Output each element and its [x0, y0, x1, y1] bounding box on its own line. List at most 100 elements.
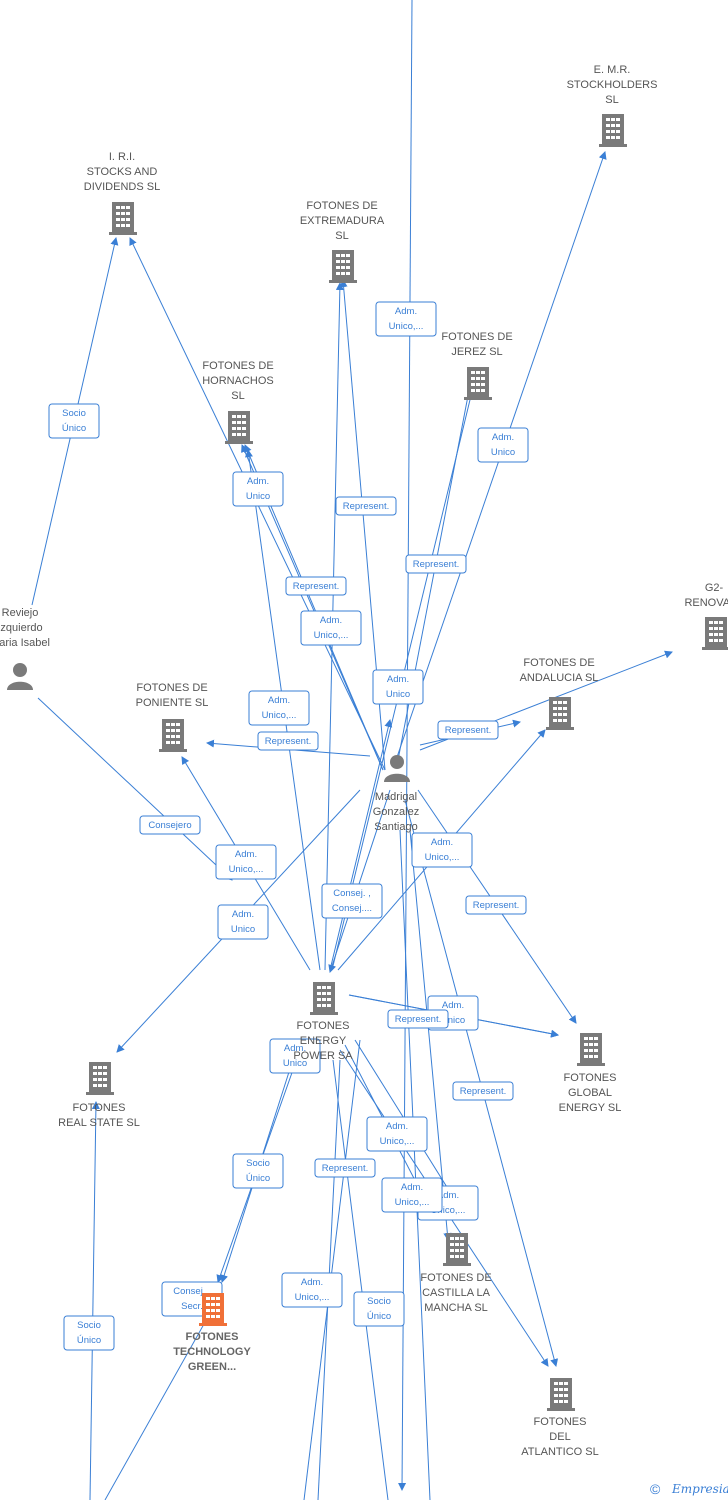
edge-label-box[interactable] — [477, 427, 529, 463]
edge-label-box[interactable] — [257, 731, 319, 751]
brand-watermark: © Empresia — [650, 1481, 728, 1497]
edge-label-box[interactable] — [248, 690, 310, 726]
node-label: ANDALUCIA SL — [520, 672, 599, 684]
node-label: FOTONES DE — [441, 331, 512, 343]
edge-label-box[interactable] — [321, 883, 383, 919]
node-label: HORNACHOS — [202, 375, 274, 387]
edge-label[interactable]: Adm.Unico — [269, 1038, 321, 1074]
building-icon — [159, 719, 187, 752]
edge-label-box[interactable] — [411, 832, 473, 868]
edge-label-text: Adm. — [442, 1000, 464, 1011]
edge-label-box[interactable] — [139, 815, 201, 835]
edge-label-box[interactable] — [269, 1038, 321, 1074]
edge-label[interactable]: Represent. — [335, 496, 397, 516]
edge-label[interactable]: Consej. ,Consej.... — [321, 883, 383, 919]
building-icon — [546, 697, 574, 730]
edge-label[interactable]: Consejero — [139, 815, 201, 835]
edge-label-text: Unico,... — [229, 864, 264, 875]
edge-label[interactable]: Adm.Unico — [217, 904, 269, 940]
edge-label-box[interactable] — [300, 610, 362, 646]
edge-label-box[interactable] — [353, 1291, 405, 1327]
edge-label[interactable]: Adm.Unico,... — [248, 690, 310, 726]
edge-label-box[interactable] — [366, 1116, 428, 1152]
edge-label-box[interactable] — [437, 720, 499, 740]
node-label: STOCKHOLDERS — [567, 79, 658, 91]
edge-label-text: Represent. — [343, 501, 389, 512]
node-label: PONIENTE SL — [136, 697, 209, 709]
edge-label[interactable]: Represent. — [314, 1158, 376, 1178]
node-g2[interactable]: G2-RENOVABL — [684, 582, 728, 650]
edge-label-text: Adm. — [232, 909, 254, 920]
edge-label[interactable]: Adm.Unico — [232, 471, 284, 507]
edge-label[interactable]: Adm.Unico,... — [375, 301, 437, 337]
edge-label[interactable]: Adm.Unico,... — [300, 610, 362, 646]
edge-label-box[interactable] — [217, 904, 269, 940]
edge-label[interactable]: Represent. — [285, 576, 347, 596]
node-label: FOTONES DE — [202, 360, 273, 372]
edge-label[interactable]: Adm.Unico,... — [366, 1116, 428, 1152]
edge-label[interactable]: Represent. — [257, 731, 319, 751]
node-label: REAL STATE SL — [58, 1117, 140, 1129]
edge-label-box[interactable] — [232, 471, 284, 507]
edge-label[interactable]: Represent. — [452, 1081, 514, 1101]
edge-label-text: Represent. — [265, 736, 311, 747]
edge-label[interactable]: Adm.Unico — [372, 669, 424, 705]
edge-label[interactable]: Adm.Unico — [477, 427, 529, 463]
edge-label[interactable]: Represent. — [465, 895, 527, 915]
building-icon — [86, 1062, 114, 1095]
edge-label-box[interactable] — [387, 1009, 449, 1029]
edge-label-box[interactable] — [314, 1158, 376, 1178]
edge-label-box[interactable] — [285, 576, 347, 596]
edge-label-box[interactable] — [335, 496, 397, 516]
edge-label-box[interactable] — [405, 554, 467, 574]
edge-label[interactable]: Adm.Unico,... — [411, 832, 473, 868]
node-label: Madrigal — [375, 791, 417, 803]
edge-label[interactable]: Represent. — [405, 554, 467, 574]
edge-label-text: Consej.... — [332, 903, 372, 914]
node-label: FOTONES DE — [420, 1272, 491, 1284]
node-technology[interactable]: FOTONESTECHNOLOGYGREEN... — [173, 1293, 251, 1373]
node-label: FOTONES — [297, 1020, 350, 1032]
edge-label-box[interactable] — [215, 844, 277, 880]
edge-label-text: Represent. — [413, 559, 459, 570]
edge-label-box[interactable] — [63, 1315, 115, 1351]
edge-label[interactable]: Adm.Unico,... — [381, 1177, 443, 1213]
edge-label-box[interactable] — [375, 301, 437, 337]
building-icon — [199, 1293, 227, 1326]
edge-label[interactable]: Adm.Unico,... — [215, 844, 277, 880]
edge-label-box[interactable] — [232, 1153, 284, 1189]
edge-label-text: Unico,... — [425, 852, 460, 863]
edge-offbottom6-energy — [303, 1039, 361, 1500]
node-label: Santiago — [374, 821, 417, 833]
edge-label-box[interactable] — [281, 1272, 343, 1308]
edge-label[interactable]: Adm.Unico,... — [281, 1272, 343, 1308]
edge-label-box[interactable] — [381, 1177, 443, 1213]
edge-label-box[interactable] — [465, 895, 527, 915]
edge-label-box[interactable] — [452, 1081, 514, 1101]
edge-label[interactable]: Represent. — [387, 1009, 449, 1029]
edge-label[interactable]: Represent. — [437, 720, 499, 740]
node-label: POWER SA — [293, 1050, 353, 1062]
edge-offtop1-jerez — [398, 0, 413, 1491]
edge-label-box[interactable] — [48, 403, 100, 439]
edge-label-box[interactable] — [372, 669, 424, 705]
node-reviejo[interactable]: ReviejoIzquierdoMaria Isabel — [0, 607, 50, 690]
node-label: Maria Isabel — [0, 637, 50, 649]
